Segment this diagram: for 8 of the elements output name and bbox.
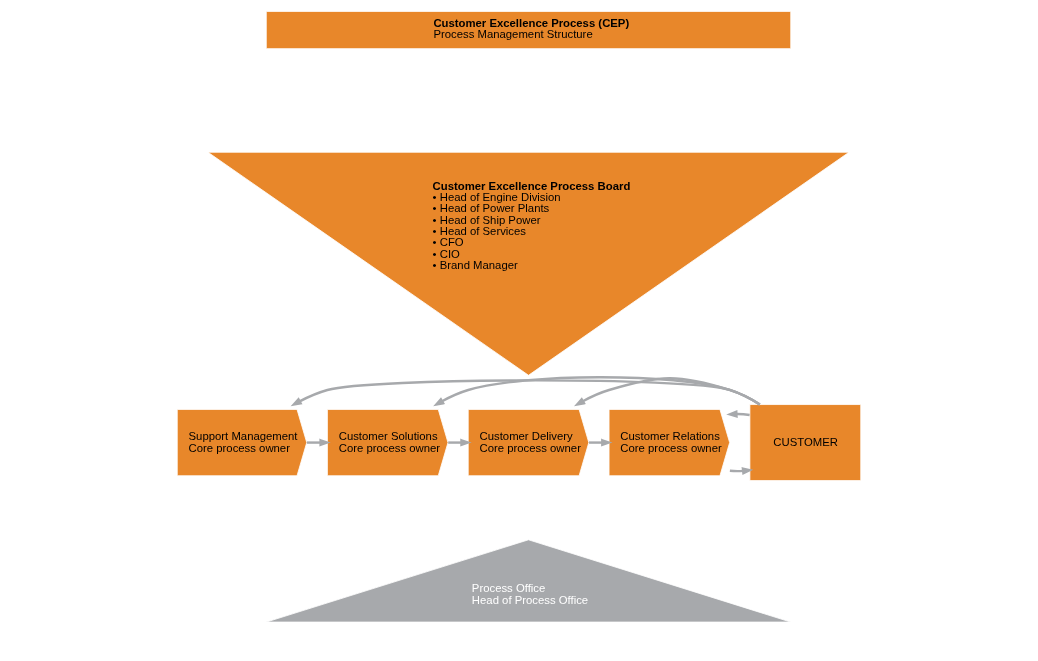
node-box: CUSTOMER [749,404,862,482]
arrow [290,379,761,407]
node-box: Customer Excellence Process (CEP) Process Management Structure [265,11,792,50]
arrow [433,376,761,407]
arrow [306,438,331,447]
arrow [574,377,761,407]
arrow [448,438,472,447]
arrow [589,438,613,447]
